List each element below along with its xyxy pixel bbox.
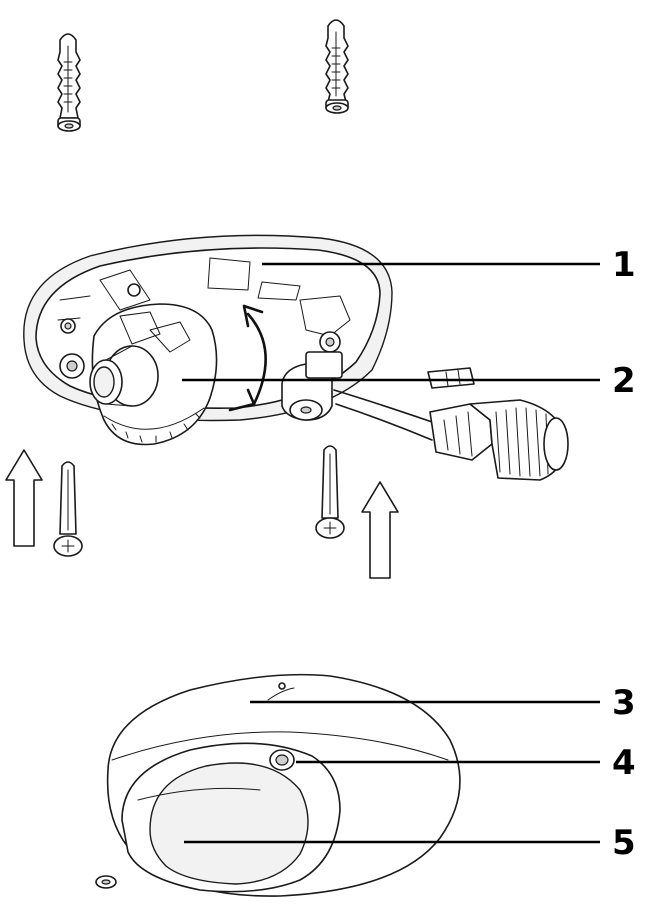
callout-4: 4 [612, 743, 636, 783]
dome-cover [95, 673, 461, 897]
screw-right [315, 445, 345, 539]
camera-base-assembly [23, 234, 569, 481]
callout-3: 3 [612, 683, 636, 723]
screw-left [53, 461, 83, 557]
up-arrow-left [5, 449, 43, 547]
up-arrow-right [361, 481, 399, 579]
wall-anchor-right [325, 19, 349, 114]
callout-1: 1 [612, 245, 636, 285]
callout-2: 2 [612, 361, 636, 401]
callout-5: 5 [612, 823, 636, 863]
wall-anchor-left [57, 33, 81, 132]
